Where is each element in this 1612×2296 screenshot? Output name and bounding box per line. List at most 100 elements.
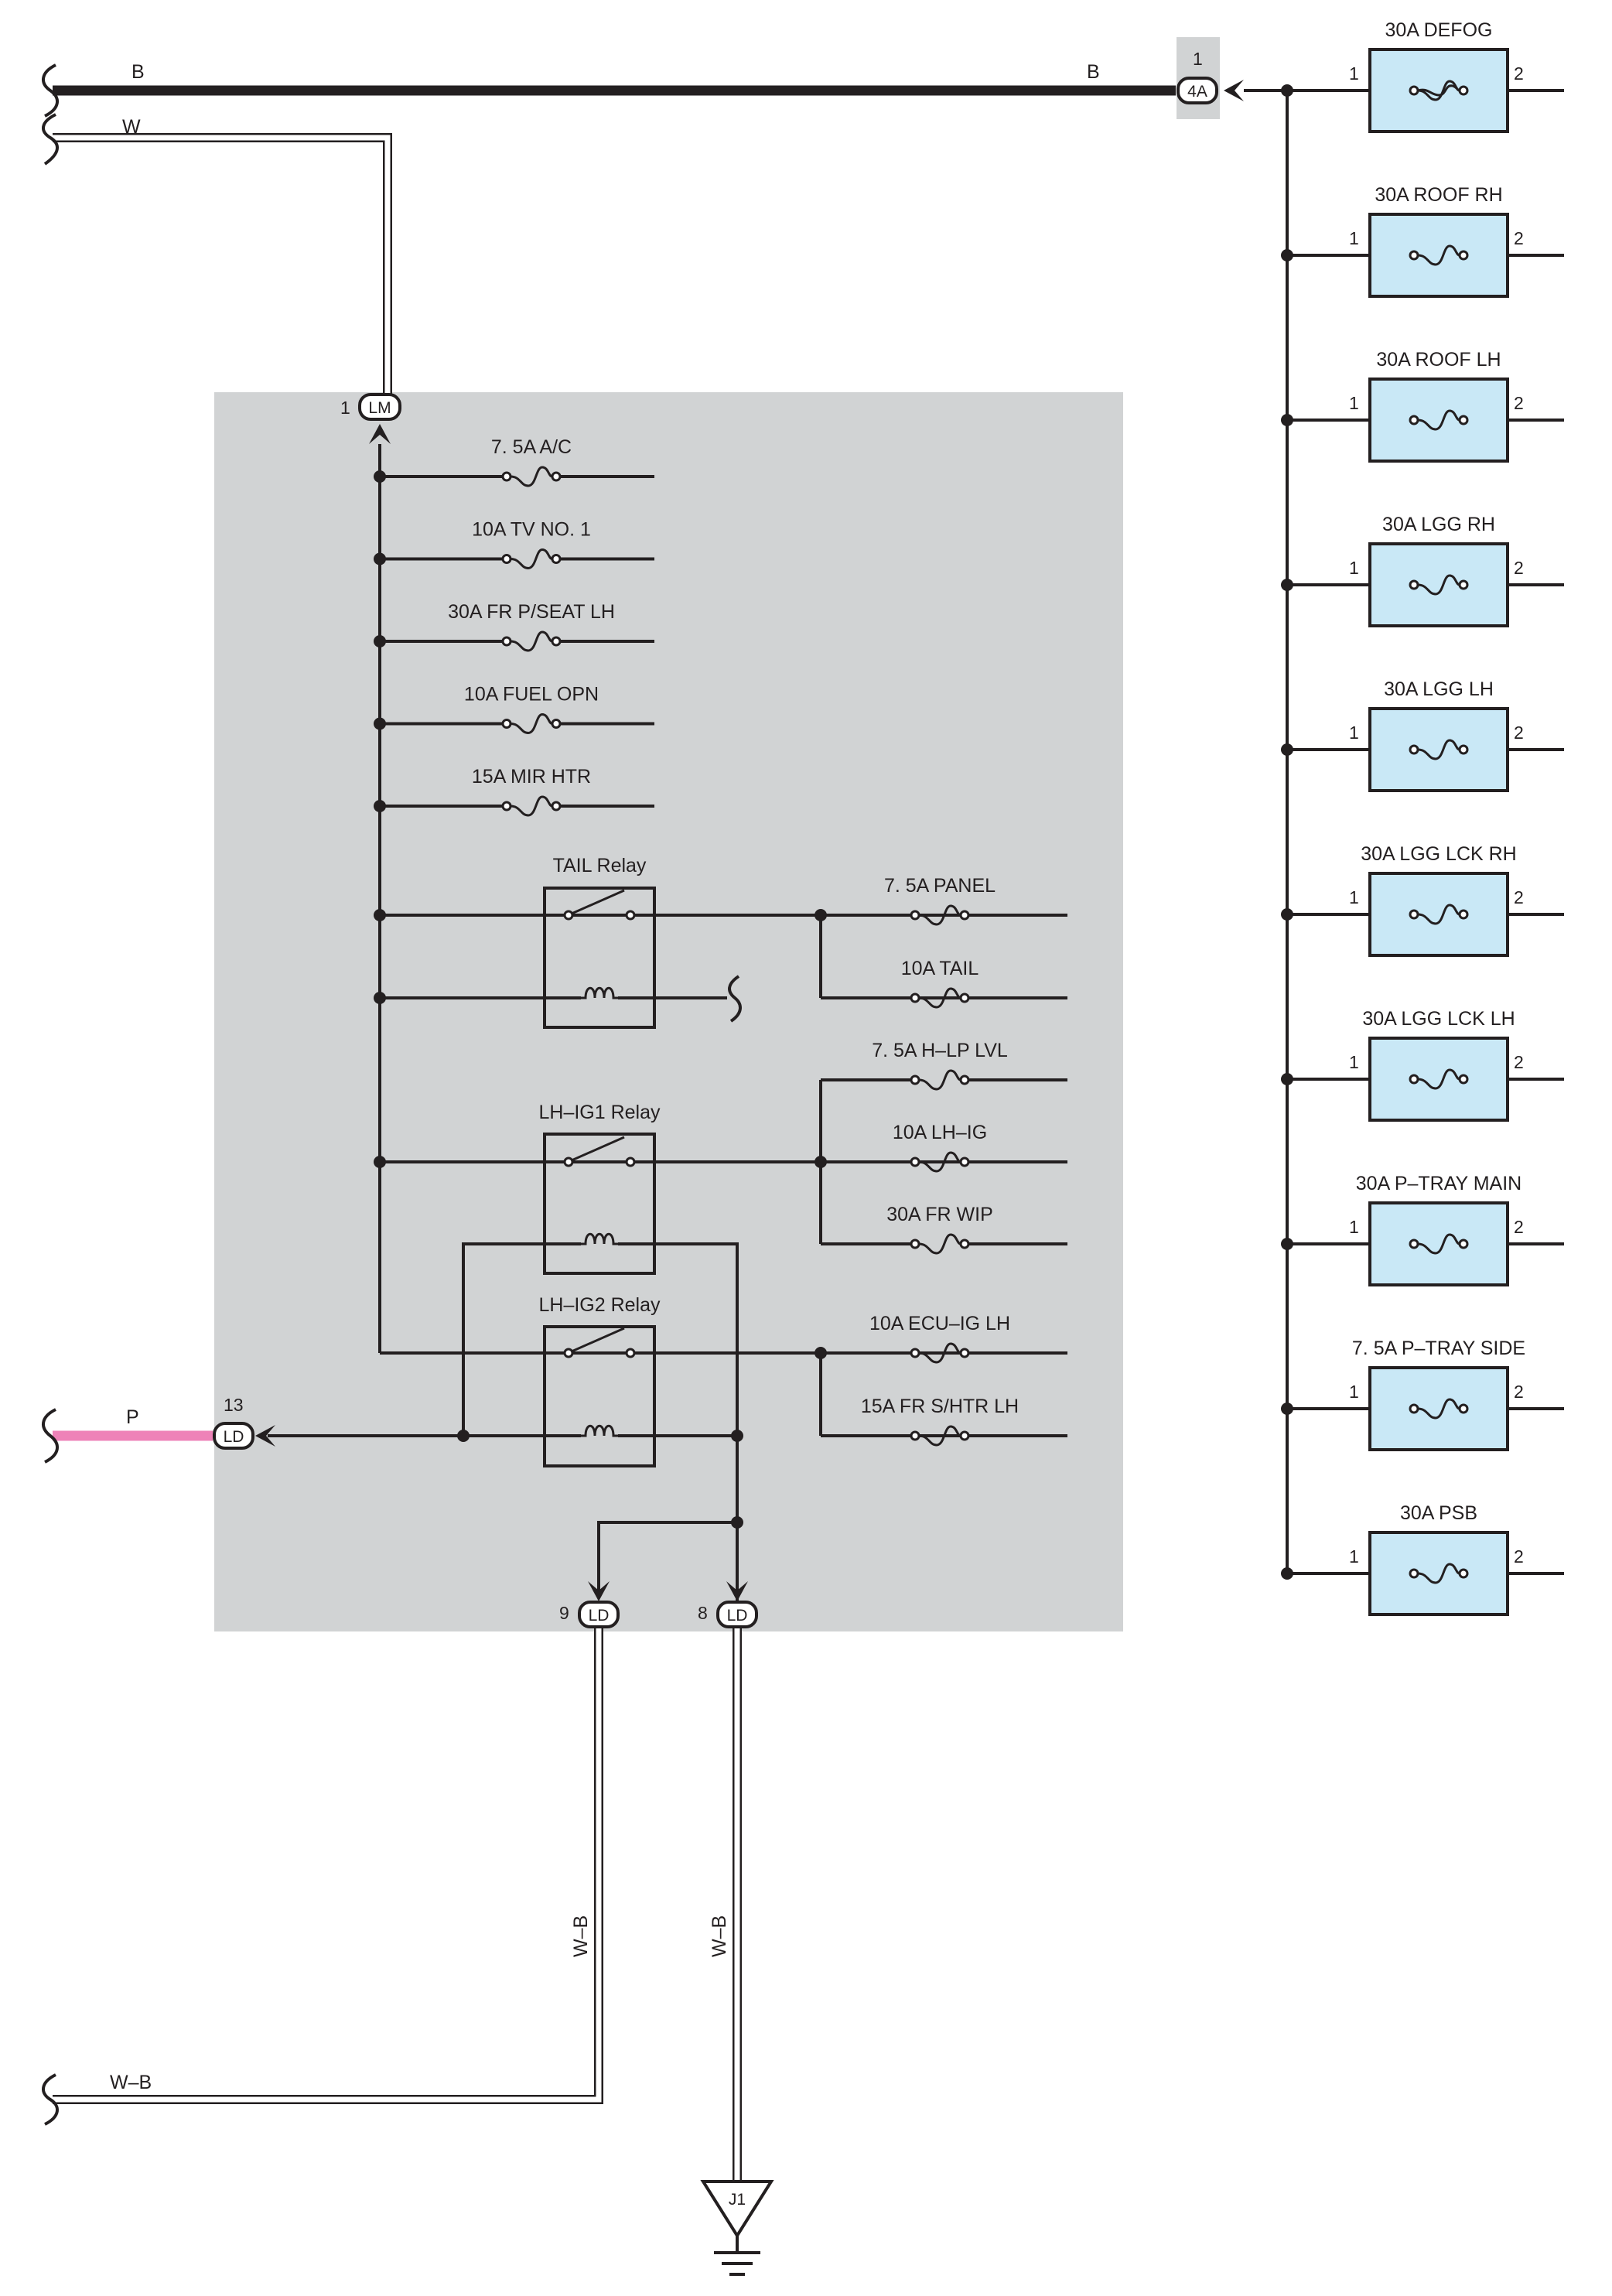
defog-fuse-icon-2: [1417, 84, 1460, 97]
connector-4a: [1177, 77, 1218, 104]
junction-block: [214, 392, 1123, 1631]
relay-tail-label: TAIL Relay: [553, 855, 647, 876]
ig2-fuse-group: 10A ECU–IG LH 15A FR S/HTR LH: [821, 1313, 1067, 1447]
right-fuse-10-pin-out: 2: [1514, 1546, 1524, 1567]
wire-w-label: W: [122, 116, 141, 138]
right-fuse-4-label: 30A LGG RH: [1382, 514, 1495, 535]
relay-ig2-coil-gap: [581, 1425, 618, 1440]
wire-b-break-icon: [42, 63, 59, 118]
connector-ld9-pin: 9: [559, 1603, 569, 1623]
relay-ig1-label: LH–IG1 Relay: [538, 1102, 661, 1123]
ground-j1: [700, 2180, 774, 2239]
right-fuse-2-pin-in: 1: [1349, 228, 1359, 248]
right-fuse-1-pin-out: 2: [1514, 63, 1524, 84]
right-fuse-6-pin-in: 1: [1349, 887, 1359, 907]
jb-fuse-4-label: 10A FUEL OPN: [464, 684, 599, 706]
defog-fuse-icon: [1417, 80, 1460, 101]
connector-ld9: [578, 1601, 620, 1628]
connector-ld8: [716, 1601, 758, 1628]
wire-wb-bottom-label: W–B: [110, 2072, 152, 2093]
ig1-fuse-2-label: 10A LH–IG: [893, 1122, 987, 1143]
right-fuse-4-pin-out: 2: [1514, 558, 1524, 578]
relay-ig2: [543, 1325, 656, 1467]
junction-dots: [374, 909, 827, 1529]
relay-ig1: [543, 1133, 656, 1275]
wire-wb-left-outer: [53, 1628, 603, 2104]
right-fuse-9-pin-in: 1: [1349, 1382, 1359, 1402]
right-fuse-2-pin-out: 2: [1514, 228, 1524, 248]
wire-p-label: P: [126, 1406, 139, 1428]
right-fuse-6-pin-out: 2: [1514, 887, 1524, 907]
connector-lm-pin: 1: [340, 398, 350, 418]
wire-w-break-icon: [42, 113, 59, 166]
wire-wb-left-break-icon: [42, 2073, 59, 2126]
ig2-fuse-2-label: 15A FR S/HTR LH: [861, 1396, 1019, 1417]
wire-b-label-right: B: [1087, 61, 1100, 83]
right-fuse-9-pin-out: 2: [1514, 1382, 1524, 1402]
relay-ig2-label: LH–IG2 Relay: [538, 1294, 661, 1316]
wire-p-break-icon: [42, 1408, 59, 1464]
connector-ld8-code: LD: [727, 1607, 748, 1625]
wire-wb-vert-left-label: W–B: [570, 1915, 592, 1957]
jb-fuse-2-label: 10A TV NO. 1: [472, 519, 591, 541]
right-fuse-5-label: 30A LGG LH: [1384, 678, 1494, 700]
relay-tail-break-icon: [728, 975, 742, 1023]
ig1-fuse-3-label: 30A FR WIP: [886, 1204, 993, 1225]
connector-lm: [358, 393, 401, 421]
connector-4a-arrow-icon: [1224, 80, 1244, 101]
right-fuse-1-box: [1368, 48, 1509, 133]
right-fuse-3-pin-in: 1: [1349, 393, 1359, 413]
relay-ig1-coil-gap: [581, 1233, 618, 1249]
wire-ground-split: [597, 1521, 737, 1592]
connector-ld8-pin: 8: [698, 1603, 708, 1623]
right-fuse-9-label: 7. 5A P–TRAY SIDE: [1352, 1338, 1525, 1359]
tail-fuse-1-label: 7. 5A PANEL: [884, 875, 996, 897]
right-fuse-4-pin-in: 1: [1349, 558, 1359, 578]
right-fuse-7-label: 30A LGG LCK LH: [1362, 1008, 1515, 1030]
right-fuse-1-pin-a: [1409, 85, 1419, 96]
right-fuse-5-pin-in: 1: [1349, 723, 1359, 743]
wire-wb-vert-right-label: W–B: [709, 1915, 730, 1957]
ig1-fuse-group: 7. 5A H–LP LVL 10A LH–IG 30A FR WIP: [821, 1040, 1067, 1255]
right-fuse-5-pin-out: 2: [1514, 723, 1524, 743]
right-fuse-3-label: 30A ROOF LH: [1376, 349, 1501, 371]
connector-ld13-code: LD: [224, 1428, 244, 1446]
right-fuse-10-label: 30A PSB: [1400, 1502, 1477, 1524]
right-fuse-1-pin-in: 1: [1349, 63, 1359, 84]
ground-j1-code: J1: [729, 2191, 746, 2209]
right-fuse-2-label: 30A ROOF RH: [1375, 184, 1502, 206]
relay-tail-coil-gap: [581, 987, 618, 1003]
right-fuse-8-label: 30A P–TRAY MAIN: [1356, 1173, 1521, 1194]
connector-ld13: [213, 1422, 254, 1450]
wire-w-outer: [53, 133, 392, 402]
jb-fuse-group: 7. 5A A/C 10A TV NO. 1 30A FR P/SEAT LH 10A…: [374, 436, 654, 817]
right-fuse-8-pin-out: 2: [1514, 1217, 1524, 1237]
right-fuse-7-pin-in: 1: [1349, 1052, 1359, 1072]
connector-ld9-code: LD: [589, 1607, 610, 1625]
right-fuse-1-pin-b: [1458, 85, 1469, 96]
tail-fuse-group: 7. 5A PANEL 10A TAIL: [821, 875, 1067, 1009]
right-fuse-7-pin-out: 2: [1514, 1052, 1524, 1072]
right-fuse-1-label: 30A DEFOG: [1385, 19, 1493, 41]
jb-fuse-5-label: 15A MIR HTR: [472, 766, 591, 788]
jb-fuse-1-label: 7. 5A A/C: [491, 436, 572, 458]
relay-tail: [543, 887, 656, 1029]
ig2-fuse-1-label: 10A ECU–IG LH: [869, 1313, 1010, 1334]
jb-fuse-3-label: 30A FR P/SEAT LH: [448, 601, 615, 623]
connector-ld13-pin: 13: [224, 1395, 244, 1415]
tail-fuse-2-label: 10A TAIL: [901, 958, 979, 979]
ig1-fuse-1-label: 7. 5A H–LP LVL: [872, 1040, 1008, 1061]
right-fuse-10-pin-in: 1: [1349, 1546, 1359, 1567]
connector-lm-code: LM: [368, 399, 391, 417]
ground-icon: [714, 2236, 760, 2276]
wire-w-inner: [53, 135, 391, 402]
wire-wb-left-inner: [53, 1628, 602, 2103]
right-fuse-3-pin-out: 2: [1514, 393, 1524, 413]
connector-4a-code: 4A: [1187, 83, 1207, 101]
right-fuse-6-label: 30A LGG LCK RH: [1361, 843, 1516, 865]
connector-4a-pin: 1: [1193, 49, 1203, 69]
right-fuse-8-pin-in: 1: [1349, 1217, 1359, 1237]
right-fuse-block: 30A DEFOG 1 2 30A ROOF RH 1 2 30A ROOF LH 1 2 30A…: [1281, 19, 1564, 1616]
wire-b-label-left: B: [131, 61, 145, 83]
